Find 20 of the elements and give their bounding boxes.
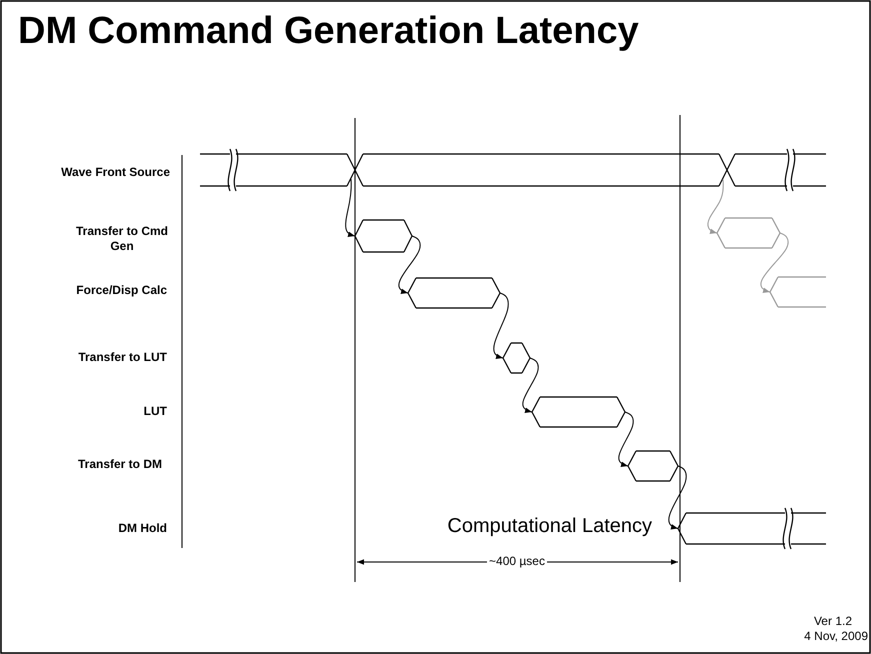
- row-label: Force/Disp Calc: [75, 283, 167, 298]
- signal-segment: [727, 149, 826, 191]
- row-label: Transfer to DM: [76, 457, 163, 472]
- arrow: [493, 292, 509, 360]
- signal-segment: [200, 149, 355, 191]
- arrow: [707, 178, 724, 234]
- date-text: 4 Nov, 2009: [803, 629, 868, 644]
- version-text: Ver 1.2: [812, 614, 852, 629]
- signal-segment: [678, 508, 826, 549]
- row-label: DM Hold: [117, 521, 167, 536]
- title: DM Command Generation Latency: [18, 10, 639, 53]
- annotation-text: Computational Latency: [446, 515, 652, 538]
- arrow: [760, 232, 789, 294]
- row-label: Wave Front Source: [60, 165, 170, 180]
- row-label: LUT: [142, 404, 167, 419]
- row-label: Transfer to Cmd Gen: [74, 224, 169, 254]
- arrow: [668, 466, 687, 530]
- arrow: [345, 178, 356, 238]
- dimension-label: ~400 µsec: [487, 554, 547, 569]
- row-label: Transfer to LUT: [77, 350, 167, 365]
